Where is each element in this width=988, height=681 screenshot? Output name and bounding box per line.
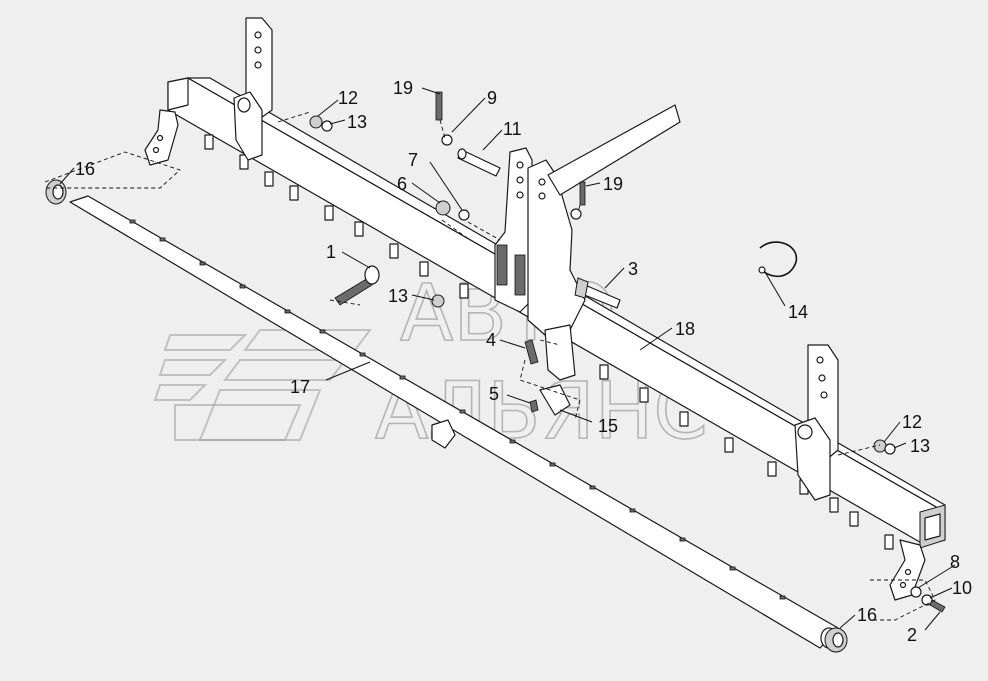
left-end-bracket <box>144 109 179 166</box>
nut-13-top <box>321 120 333 132</box>
cotter-pin-b <box>579 181 586 206</box>
callout-2: 2 <box>907 625 917 645</box>
callout-3: 3 <box>628 259 638 279</box>
callout-16b: 16 <box>857 605 877 625</box>
callout-12b: 12 <box>902 412 922 432</box>
callout-5: 5 <box>489 384 499 404</box>
center-hitch-plates <box>494 147 586 336</box>
bushing-left <box>45 179 67 205</box>
leader-lines <box>59 87 956 631</box>
callout-12a: 12 <box>338 88 358 108</box>
callout-13a: 13 <box>347 112 367 132</box>
callout-13b: 13 <box>388 286 408 306</box>
callout-10: 10 <box>952 578 972 598</box>
washer-9 <box>441 134 453 146</box>
callout-14: 14 <box>788 302 808 322</box>
snap-ring-14 <box>758 241 798 278</box>
callout-17: 17 <box>290 377 310 397</box>
nut-13-center <box>431 294 445 308</box>
callout-13c: 13 <box>910 436 930 456</box>
callout-6: 6 <box>397 174 407 194</box>
callout-19a: 19 <box>393 78 413 98</box>
bushing-right <box>824 627 848 653</box>
washer-19 <box>570 208 582 220</box>
pin-11 <box>457 148 501 177</box>
assembly-dash-lines <box>44 111 936 621</box>
beam-teeth <box>204 134 894 550</box>
cotter-pin-a <box>435 91 443 121</box>
callout-labels: 16 12 13 19 9 11 7 6 19 1 3 13 14 4 18 1… <box>75 78 972 645</box>
washer-7 <box>458 209 470 221</box>
block-15 <box>539 384 571 416</box>
callout-16a: 16 <box>75 159 95 179</box>
callout-4: 4 <box>486 330 496 350</box>
callout-1: 1 <box>326 242 336 262</box>
callout-11: 11 <box>503 119 522 139</box>
pin-4 <box>524 339 539 365</box>
nut-6 <box>435 200 451 216</box>
callout-19b: 19 <box>603 174 623 194</box>
rod-slots <box>129 219 786 600</box>
right-end-bracket <box>794 344 926 601</box>
hitch-arm <box>547 104 681 196</box>
left-upright-plate <box>233 17 273 161</box>
callout-15: 15 <box>598 416 618 436</box>
nut-13-right <box>884 443 896 455</box>
clip-5 <box>529 399 539 413</box>
nut-12-top <box>309 115 323 129</box>
bolt-1 <box>334 265 380 306</box>
callout-9: 9 <box>487 88 497 108</box>
bolt-3 <box>574 277 621 309</box>
callout-7: 7 <box>408 150 418 170</box>
shoe-part <box>544 324 576 381</box>
bolt-2 <box>929 599 946 613</box>
callout-18: 18 <box>675 319 695 339</box>
washer-8 <box>910 586 922 598</box>
rod-pivot-block <box>431 419 456 449</box>
callout-8: 8 <box>950 552 960 572</box>
